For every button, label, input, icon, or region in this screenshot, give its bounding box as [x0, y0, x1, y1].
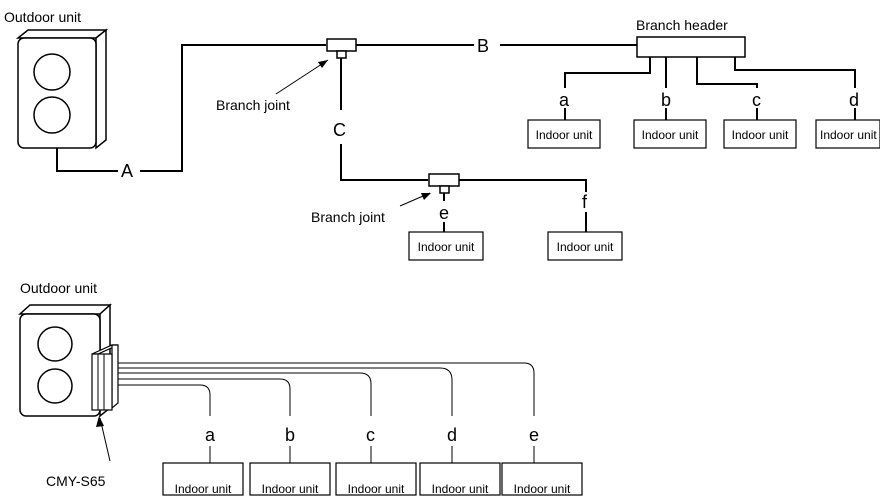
indoor-unit-label: Indoor unit — [642, 128, 699, 142]
pipe-label-c: C — [333, 120, 346, 140]
port-label-a: a — [205, 425, 216, 445]
fan-icon — [37, 326, 73, 362]
branch-joint-2 — [428, 173, 460, 194]
fan-icon — [33, 96, 71, 134]
indoor-unit-label: Indoor unit — [418, 240, 475, 254]
pipe-label-a: A — [121, 161, 133, 181]
branch-joint-label-1: Branch joint — [216, 97, 290, 113]
indoor-unit-box — [723, 119, 797, 149]
indoor-unit-box — [249, 462, 331, 496]
indoor-unit-box — [501, 462, 583, 496]
indoor-unit-box — [408, 231, 484, 261]
cmy-s65-adapter — [91, 344, 119, 411]
indoor-unit-label: Indoor unit — [432, 482, 489, 496]
branch-joint-label-2: Branch joint — [311, 209, 385, 225]
indoor-unit-label: Indoor unit — [262, 482, 319, 496]
fan-icon — [33, 53, 71, 91]
cmy-s65-label: CMY-S65 — [46, 473, 106, 489]
branch-header-label: Branch header — [636, 17, 728, 33]
port-label-e: e — [529, 425, 539, 445]
indoor-unit-label: Indoor unit — [536, 128, 593, 142]
port-label-a: a — [559, 90, 570, 110]
indoor-unit-label: Indoor unit — [732, 128, 789, 142]
top-outdoor-unit-label: Outdoor unit — [4, 9, 81, 25]
indoor-unit-label: Indoor unit — [557, 240, 614, 254]
indoor-unit-box — [633, 119, 707, 149]
port-label-b: b — [661, 90, 671, 110]
pipe-label-b: B — [477, 36, 489, 56]
port-label-c: c — [752, 90, 761, 110]
indoor-unit-box — [547, 231, 623, 261]
port-label-f: f — [582, 192, 588, 212]
fan-icon — [37, 368, 73, 404]
port-label-b: b — [285, 425, 295, 445]
indoor-unit-label: Indoor unit — [820, 128, 877, 142]
branch-joint-1 — [326, 38, 357, 59]
indoor-unit-label: Indoor unit — [348, 482, 405, 496]
bottom-outdoor-unit-label: Outdoor unit — [20, 280, 97, 296]
indoor-unit-box — [162, 462, 244, 496]
port-label-c: c — [366, 425, 375, 445]
indoor-unit-label: Indoor unit — [514, 482, 571, 496]
indoor-unit-box — [815, 119, 880, 149]
indoor-unit-box — [527, 119, 601, 149]
top-outdoor-unit — [15, 28, 109, 150]
port-label-d: d — [447, 425, 457, 445]
indoor-unit-box — [335, 462, 417, 496]
branch-header — [636, 36, 746, 58]
port-label-e: e — [439, 203, 449, 223]
indoor-unit-label: Indoor unit — [175, 482, 232, 496]
indoor-unit-box — [419, 462, 501, 496]
port-label-d: d — [849, 90, 859, 110]
